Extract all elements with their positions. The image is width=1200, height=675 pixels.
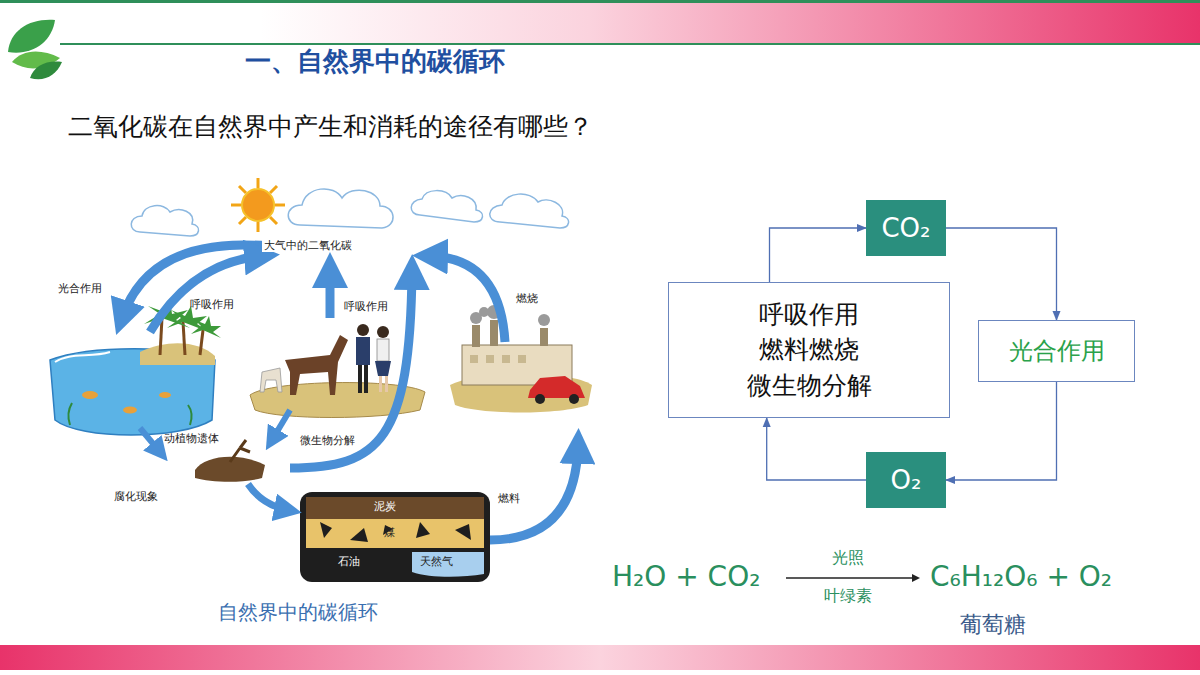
illustration-label: 燃料 — [498, 492, 520, 505]
strata-label: 天然气 — [420, 555, 453, 568]
footer-band — [0, 645, 1200, 670]
question-text: 二氧化碳在自然界中产生和消耗的途径有哪些？ — [68, 112, 593, 142]
flow-connector — [770, 228, 867, 282]
fossil-strata — [300, 492, 490, 582]
strata-label: 泥炭 — [374, 500, 396, 513]
illustration-label: 呼吸作用 — [344, 300, 388, 313]
remains — [195, 440, 265, 482]
flow-connector — [767, 418, 866, 480]
flow-connector — [946, 382, 1057, 480]
cloud — [131, 189, 568, 236]
illustration-label: 燃烧 — [516, 292, 538, 305]
molecule-box: CO₂ — [866, 200, 946, 256]
header-band — [260, 3, 1200, 43]
equation-products: C₆H₁₂O₆ + O₂ — [930, 560, 1112, 594]
reaction-arrow — [786, 577, 918, 579]
illustration-label: 大气中的二氧化碳 — [262, 239, 354, 252]
illustration-label: 动植物遗体 — [164, 432, 219, 445]
equation-reactants: H₂O + CO₂ — [612, 560, 760, 594]
strata-label: 煤 — [384, 526, 395, 539]
illustration-label: 光合作用 — [58, 282, 102, 295]
top-line — [0, 0, 1200, 3]
illustration-label: 微生物分解 — [300, 434, 355, 447]
node-text: 呼吸作用 — [759, 299, 859, 330]
leaf-icon — [8, 20, 62, 79]
illustration-label: 呼吸作用 — [190, 298, 234, 311]
product-name: 葡萄糖 — [960, 612, 1026, 638]
node-text: 光合作用 — [1009, 336, 1105, 366]
process-box: 呼吸作用燃料燃烧微生物分解 — [668, 282, 950, 418]
sun — [231, 178, 285, 232]
illustration-label: 腐化现象 — [114, 490, 158, 503]
flow-connector — [946, 228, 1057, 320]
figure-caption: 自然界中的碳循环 — [218, 600, 378, 624]
process-box: 光合作用 — [978, 320, 1135, 382]
factory-scene — [450, 305, 592, 413]
node-text: CO₂ — [881, 212, 930, 245]
header-line — [60, 43, 1200, 45]
reaction-condition: 叶绿素 — [824, 586, 872, 605]
node-text: O₂ — [891, 464, 922, 497]
reaction-condition: 光照 — [832, 548, 864, 567]
molecule-box: O₂ — [866, 452, 946, 508]
strata-label: 石油 — [338, 555, 360, 568]
node-text: 燃料燃烧 — [759, 334, 859, 365]
node-text: 微生物分解 — [747, 370, 872, 401]
slide-title: 一、自然界中的碳循环 — [245, 46, 505, 77]
ocean-scene — [50, 300, 221, 435]
cycle-arrows — [122, 245, 578, 540]
